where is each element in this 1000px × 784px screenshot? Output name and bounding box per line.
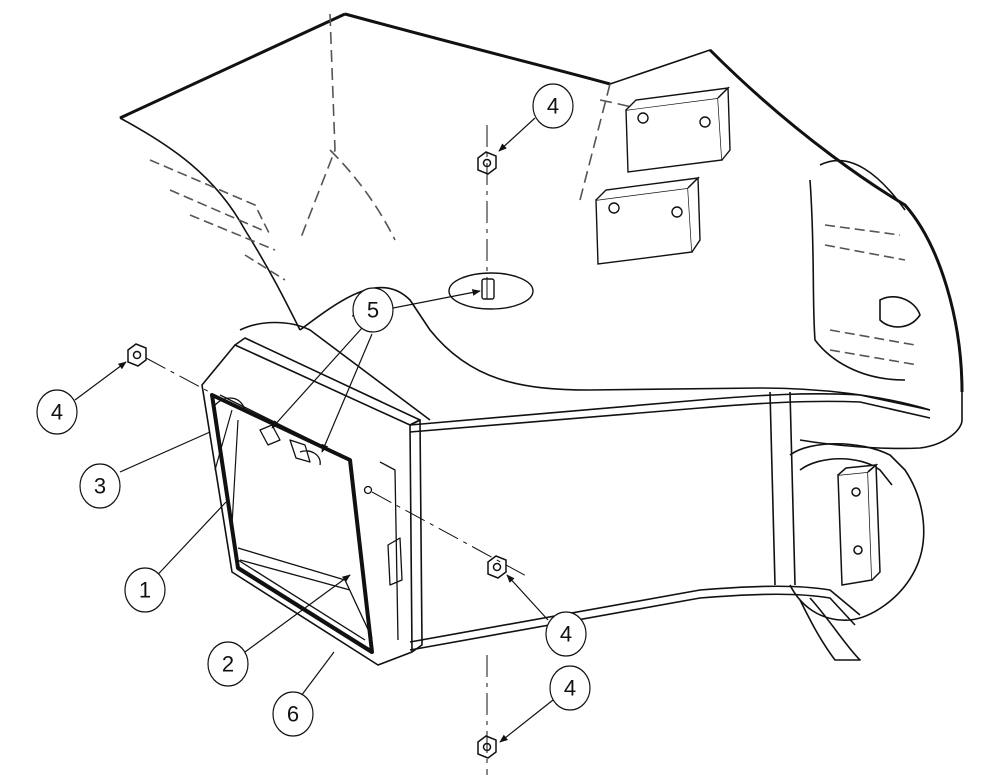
housing-bottom-rim-2 [409, 593, 856, 651]
frame-bottom-ledge [237, 547, 373, 639]
nut-left [127, 343, 147, 367]
housing-ribs [239, 321, 431, 421]
frame-side-strip [379, 461, 403, 641]
housing-right-bulge-inner [824, 224, 919, 366]
housing-bottom-rim [409, 585, 861, 643]
top-boss [448, 272, 534, 310]
leader-3 [119, 431, 211, 473]
housing-lower-rim-2 [409, 400, 931, 433]
callout-4-right-label: 4 [560, 622, 572, 647]
frame-gasket-bottom [236, 566, 374, 654]
housing-mid-profile [299, 286, 931, 411]
side-plate [837, 463, 881, 586]
callout-3: 3 [79, 463, 121, 509]
housing-left-edge-thick [119, 12, 346, 120]
housing-right-edge-thick [708, 48, 964, 393]
callout-4-top-label: 4 [547, 94, 559, 119]
housing-hidden-lines [299, 13, 701, 241]
callout-5-label: 5 [367, 298, 379, 323]
leader-4-bottom [499, 699, 554, 743]
callout-4-top: 4 [532, 83, 574, 129]
center-lines [145, 125, 531, 775]
frame-inner-diag [214, 409, 239, 526]
housing-right-flange [789, 443, 925, 621]
housing-right-bulge [809, 159, 906, 381]
frame-outer-flange-side [409, 419, 423, 653]
callout-6: 6 [272, 691, 314, 737]
mounting-block-lower [595, 176, 701, 265]
leader-1 [147, 501, 227, 586]
frame-outer-flange-top [234, 337, 421, 426]
leader-lines [74, 117, 554, 743]
nut-right [487, 555, 507, 579]
housing-lower-rim [409, 393, 931, 426]
leader-4-top [498, 117, 536, 152]
callout-4-left-label: 4 [51, 400, 63, 425]
mounting-block-upper [625, 86, 731, 173]
callout-2: 2 [207, 641, 249, 687]
callout-6-label: 6 [287, 702, 299, 727]
callout-3-label: 3 [94, 474, 106, 499]
callout-4-bottom: 4 [549, 665, 591, 711]
callout-2-label: 2 [222, 652, 234, 677]
housing-top-edge-thick [344, 12, 611, 86]
leader-4-left [74, 361, 127, 401]
callout-4-right: 4 [545, 611, 587, 657]
housing-right-slot [879, 296, 921, 328]
frame-latch-detail [214, 397, 321, 466]
callouts: 4 4 4 4 5 3 1 2 [36, 83, 591, 737]
callout-1: 1 [124, 567, 166, 613]
leader-5-b [321, 333, 373, 453]
callout-4-left: 4 [36, 389, 78, 435]
housing-body [119, 12, 964, 661]
housing-left-wing-inner [149, 159, 286, 281]
frame-inner-opening [210, 393, 374, 654]
leader-2 [244, 574, 351, 653]
housing-right-flange-inner [799, 457, 893, 486]
callout-5: 5 [352, 287, 394, 333]
housing-right-pillar [769, 391, 796, 586]
leader-5-a [271, 327, 363, 429]
leader-4-right [506, 574, 549, 621]
centerline-diagonal-right [371, 491, 531, 579]
housing-bottom-foot [799, 597, 861, 661]
centerline-horizontal-left [145, 357, 216, 396]
callout-4-bottom-label: 4 [564, 676, 576, 701]
housing-left-wing [119, 117, 301, 331]
callout-1-label: 1 [139, 578, 151, 603]
frame-hole [363, 485, 373, 495]
